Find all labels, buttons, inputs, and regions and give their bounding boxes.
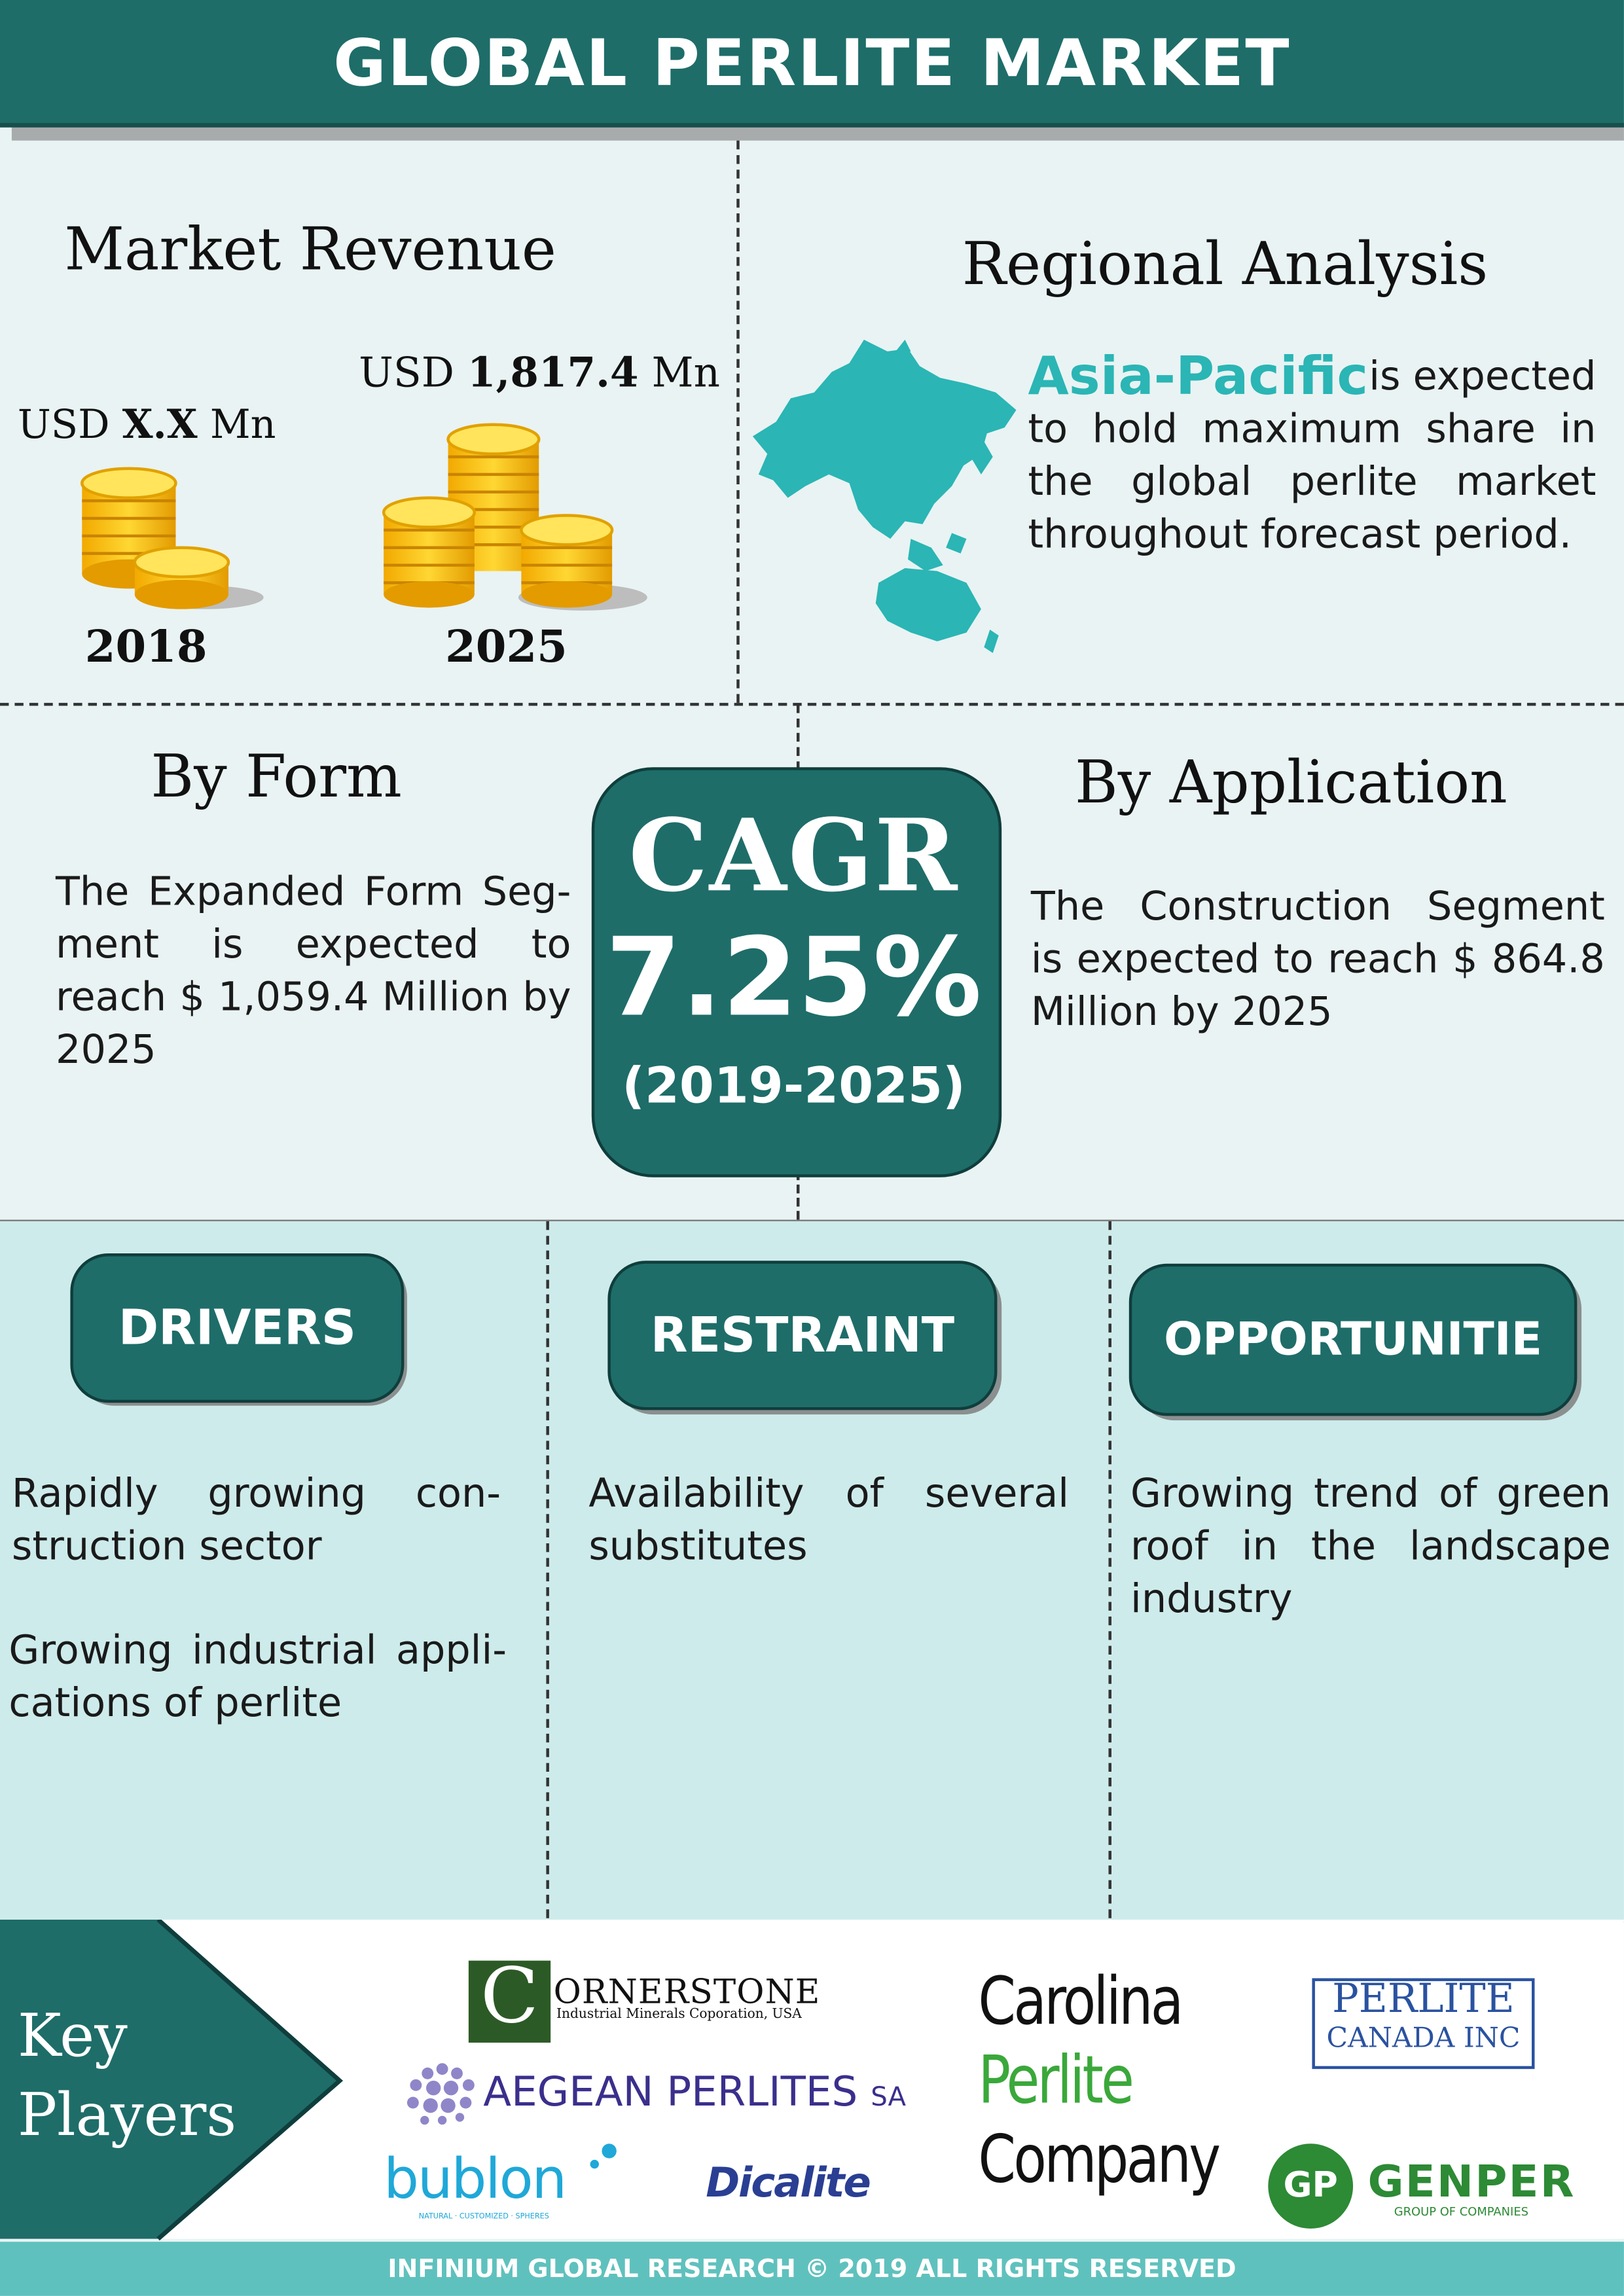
perlite-canada-logo	[1312, 1978, 1535, 2070]
drivers-heading: DRIVERS	[70, 1253, 405, 1403]
year-2018-label: 2018	[84, 622, 208, 674]
key-players-label: Key Players	[17, 2003, 237, 2150]
revenue-2025-value: USD 1,817.4 Mn	[359, 348, 720, 397]
restraint-item-1: Availability of several substitutes	[588, 1471, 1070, 1570]
genper-logo-sub: GROUP OF COMPANIES	[1394, 2205, 1529, 2219]
by-form-title: By Form	[151, 744, 402, 812]
page-title: GLOBAL PERLITE MARKET	[333, 26, 1291, 101]
divider-vertical-middle-upper	[796, 704, 800, 770]
year-2025-label: 2025	[445, 622, 568, 674]
carolina-perlite-logo: Carolina Perlite Company	[978, 1962, 1221, 2198]
divider-horizontal-middle	[0, 702, 1624, 706]
title-bar	[0, 0, 1624, 128]
cornerstone-logo-sub: Industrial Minerals Coporation, USA	[556, 2007, 802, 2022]
footer-bar	[0, 2242, 1624, 2296]
coins-2018-icon	[81, 467, 264, 609]
bublon-logo-sub: NATURAL · CUSTOMIZED · SPHERES	[418, 2212, 549, 2221]
cornerstone-logo-name: ORNERSTONE	[553, 1973, 821, 2012]
market-revenue-title: Market Revenue	[64, 217, 556, 285]
by-application-title: By Application	[1075, 749, 1507, 817]
regional-analysis-title: Regional Analysis	[962, 231, 1489, 299]
asia-pacific-highlight: Asia-Pacific	[1028, 347, 1369, 407]
dicalite-logo: Dicalite	[706, 2158, 871, 2207]
divider-drivers-restraint	[546, 1221, 549, 1918]
asia-pacific-map-icon	[752, 340, 1017, 653]
perlite-canada-logo-text: PERLITE CANADA INC	[1326, 1977, 1521, 2054]
bublon-bubbles-icon	[590, 2144, 617, 2169]
cagr-value: 7.25%	[605, 915, 982, 1041]
bublon-logo: bublon	[384, 2146, 567, 2212]
divider-vertical-middle-lower	[796, 1171, 800, 1220]
key-players-arrow-shape	[0, 1919, 344, 2241]
restraint-heading: RESTRAINT	[607, 1261, 998, 1410]
footer-copyright: INFINIUM GLOBAL RESEARCH © 2019 ALL RIGH…	[388, 2255, 1236, 2285]
divider-vertical-top	[736, 140, 740, 703]
by-application-text: The Construction Segment is expected to …	[1030, 884, 1605, 1035]
by-form-text: The Expanded Form Seg- ment is expected …	[56, 869, 571, 1073]
genper-logo-initials: GP	[1283, 2164, 1338, 2206]
revenue-2018-value: USD X.X Mn	[17, 403, 276, 448]
cornerstone-logo-initial: C	[480, 1953, 539, 2041]
divider-restraint-opportunities	[1108, 1221, 1111, 1918]
genper-logo-name: GENPER	[1367, 2157, 1576, 2208]
opportunities-item-1: Growing trend of green roof in the lands…	[1130, 1471, 1611, 1623]
aegean-perlites-logo: AEGEAN PERLITES SA	[483, 2067, 907, 2116]
opportunities-heading: OPPORTUNITIE	[1128, 1263, 1578, 1416]
cornerstone-logo-mark	[468, 1960, 551, 2043]
drivers-item-1: Rapidly growing con- struction sector	[11, 1471, 501, 1570]
aegean-perlites-dots-icon	[406, 2063, 475, 2125]
title-shadow	[11, 126, 1624, 141]
cagr-label: CAGR	[628, 798, 959, 916]
coins-2025-icon	[382, 423, 647, 611]
genper-logo-mark	[1268, 2144, 1354, 2229]
drivers-item-2: Growing industrial appli- cations of per…	[9, 1628, 507, 1727]
cagr-period: (2019-2025)	[622, 1057, 965, 1116]
cagr-badge	[591, 767, 1002, 1177]
